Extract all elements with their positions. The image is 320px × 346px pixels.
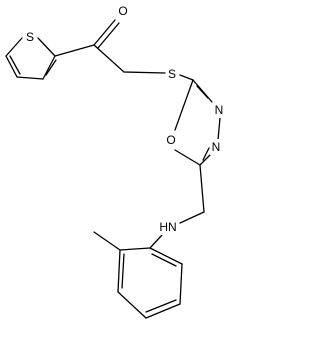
thioether-sulfur-label: S <box>168 67 176 81</box>
bond <box>37 37 56 57</box>
bond <box>117 249 121 293</box>
label-bg <box>165 132 177 148</box>
bond <box>149 247 183 265</box>
molecule-drawing: O S S N O N HN <box>5 2 225 319</box>
bond <box>199 164 205 213</box>
bond <box>117 291 147 319</box>
label-bg <box>166 66 178 82</box>
bond <box>42 55 56 80</box>
bond <box>196 85 209 99</box>
bond <box>54 44 95 57</box>
thiophene-sulfur-label: S <box>26 30 34 44</box>
label-bg <box>157 219 179 235</box>
bond <box>93 44 125 73</box>
bond <box>121 253 125 289</box>
label-bg <box>210 139 222 155</box>
bond <box>179 263 183 305</box>
amine-linker <box>149 164 205 249</box>
bond <box>179 74 194 81</box>
bond <box>202 147 210 161</box>
atom-labels: O S S N O N HN <box>24 2 225 235</box>
bond <box>145 299 177 313</box>
structure-svg: O S S N O N HN <box>5 2 225 319</box>
bond <box>149 234 163 249</box>
bond <box>179 211 205 224</box>
bond <box>123 71 166 74</box>
bond <box>93 19 116 46</box>
ketone-linker <box>54 19 166 74</box>
ring-nitrogen-label: N <box>212 140 221 154</box>
label-bg <box>213 102 225 118</box>
bond <box>16 76 44 80</box>
bond <box>97 22 120 49</box>
ring-nitrogen-label: N <box>215 103 224 117</box>
thiophene-ring <box>5 37 57 80</box>
bond <box>145 303 181 319</box>
label-bg <box>117 2 129 18</box>
bond <box>9 55 21 75</box>
ring-oxygen-label: O <box>166 133 175 147</box>
label-bg <box>24 30 36 46</box>
bond <box>5 37 23 57</box>
bond <box>5 55 18 78</box>
bond <box>45 59 57 76</box>
bond <box>151 253 177 267</box>
toluene-ring <box>93 231 183 319</box>
bond <box>174 79 194 131</box>
bond <box>217 117 221 141</box>
bond <box>119 247 151 251</box>
bond <box>174 149 201 166</box>
bond <box>93 231 121 251</box>
amine-nh-label: HN <box>159 220 176 234</box>
bond <box>192 79 213 103</box>
carbonyl-oxygen-label: O <box>118 4 127 18</box>
